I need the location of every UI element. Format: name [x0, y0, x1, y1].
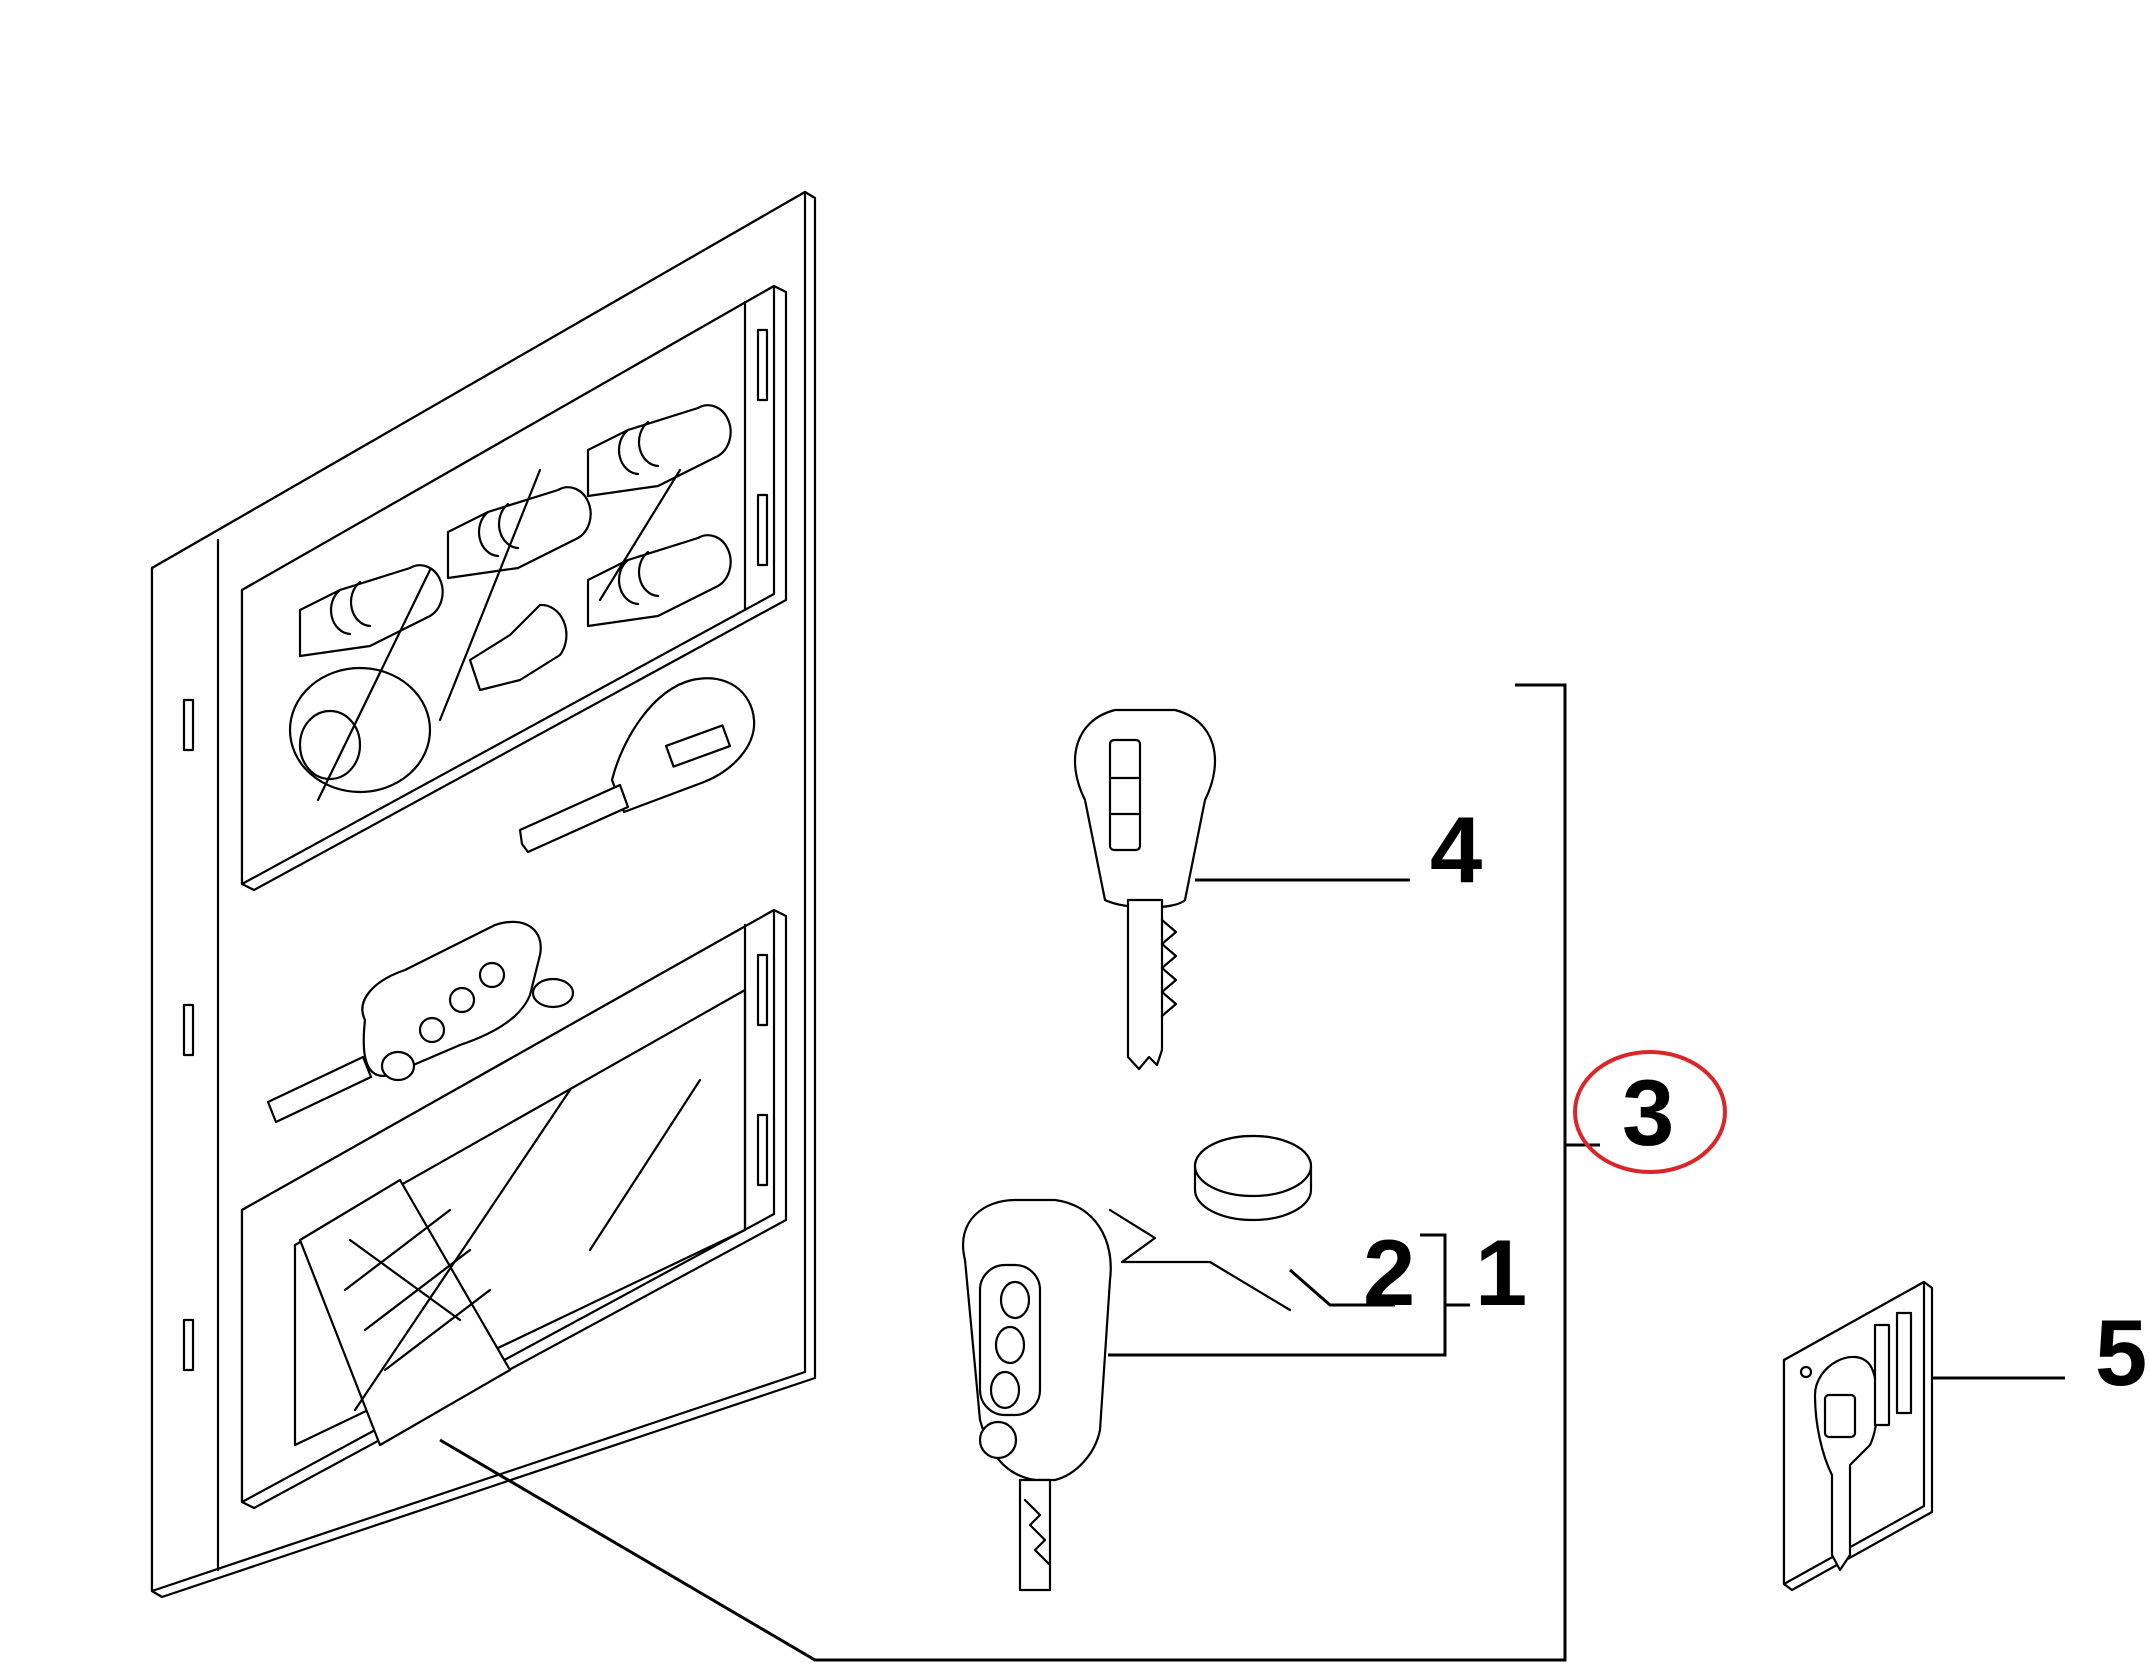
key-card-tray	[240, 908, 788, 1510]
callout-3: 3	[1622, 1060, 1674, 1165]
flip-key-part	[962, 1198, 1112, 1592]
callout-3-highlight-circle	[1573, 1050, 1727, 1174]
callout-1: 1	[1475, 1220, 1527, 1325]
flip-key-icon	[266, 920, 575, 1124]
leader-lines	[439, 683, 2065, 1662]
mechanical-key-part	[1073, 708, 1217, 1071]
key-display-board	[150, 190, 817, 1599]
lock-cylinder-icon	[288, 404, 732, 802]
battery-zigzag-line	[1108, 1208, 1292, 1312]
callout-5: 5	[2095, 1300, 2147, 1405]
key-code-card-part	[1782, 1280, 1934, 1592]
callout-4: 4	[1430, 797, 1482, 902]
mechanical-key-icon	[518, 677, 756, 854]
battery-part	[1193, 1134, 1313, 1222]
callout-2: 2	[1363, 1220, 1415, 1325]
